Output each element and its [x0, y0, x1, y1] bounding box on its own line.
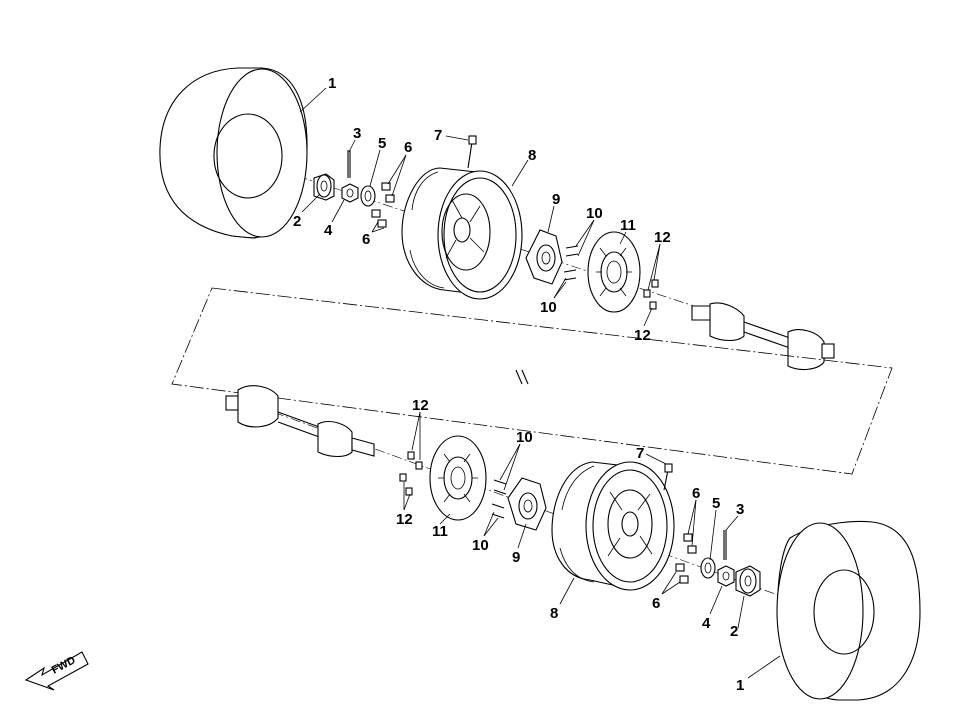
callout-upper-cotter-pin: 3	[353, 125, 361, 142]
lower-hub-studs	[491, 479, 507, 519]
lower-drive-shaft	[225, 385, 375, 458]
callout-upper-castle-nut: 4	[324, 222, 333, 239]
callout-lower-hub-studs-b: 10	[472, 537, 489, 554]
callout-lower-valve: 7	[636, 445, 644, 462]
upper-lug-nuts	[371, 182, 395, 228]
upper-hub-cap	[313, 173, 335, 201]
upper-disc-bolts	[643, 279, 659, 310]
lower-hub-cap	[735, 565, 761, 597]
upper-rim	[401, 167, 523, 300]
callout-upper-valve: 7	[434, 127, 442, 144]
callout-lower-hub: 9	[512, 549, 520, 566]
lower-brake-disc	[429, 435, 487, 521]
callout-upper-washer: 5	[378, 135, 386, 152]
lower-valve-stem	[663, 463, 673, 491]
lower-lug-nuts	[675, 533, 697, 584]
upper-drive-shaft	[691, 302, 835, 371]
callout-lower-lug-nuts-a: 6	[692, 485, 700, 502]
callout-upper-hub-studs-a: 10	[586, 205, 603, 222]
lower-disc-bolts	[399, 451, 423, 496]
callout-lower-lug-nuts-b: 6	[652, 595, 660, 612]
callout-upper-hub-studs-b: 10	[540, 299, 557, 316]
upper-callouts: 1 2 3 4 5 6 6 7 8 9 10 10 11 12 12	[293, 75, 671, 344]
callout-upper-cap: 2	[293, 213, 301, 230]
upper-assembly	[159, 67, 835, 371]
upper-cotter-pin	[347, 150, 351, 178]
callout-lower-cap: 2	[730, 623, 738, 640]
callout-upper-lug-nuts-b: 6	[362, 231, 370, 248]
callout-lower-washer: 5	[712, 495, 720, 512]
lower-tire	[776, 521, 921, 701]
callout-upper-disc-bolts-b: 12	[634, 327, 651, 344]
callout-lower-brake-disc: 11	[432, 523, 448, 540]
upper-brake-disc	[587, 231, 641, 313]
callout-lower-hub-studs-a: 10	[516, 429, 533, 446]
lower-assembly	[225, 385, 921, 701]
upper-wheel-hub	[525, 229, 563, 285]
callout-upper-hub: 9	[552, 191, 560, 208]
callout-lower-rim: 8	[550, 605, 558, 622]
callout-upper-tire: 1	[328, 75, 336, 92]
boundary-break-mark	[515, 369, 529, 385]
callout-lower-castle-nut: 4	[702, 615, 711, 632]
lower-cotter-pin	[723, 530, 727, 560]
upper-washer	[360, 185, 376, 207]
upper-valve-stem	[467, 135, 477, 169]
boundary-dashed-frame	[171, 287, 893, 475]
lower-rim	[551, 461, 675, 591]
upper-tire	[159, 67, 308, 239]
callout-lower-tire: 1	[736, 677, 744, 694]
callout-upper-lug-nuts-a: 6	[404, 139, 412, 156]
lower-castle-nut	[717, 565, 735, 587]
upper-hub-studs	[563, 245, 579, 281]
leader-lines	[299, 87, 781, 679]
upper-castle-nut	[341, 183, 359, 203]
callout-upper-disc-bolts-a: 12	[654, 229, 671, 246]
callout-lower-cotter-pin: 3	[736, 501, 744, 518]
callout-lower-disc-bolts-a: 12	[412, 397, 429, 414]
fwd-arrow-icon: FWD	[24, 651, 89, 691]
lower-wheel-hub	[507, 477, 547, 531]
callout-lower-disc-bolts-b: 12	[396, 511, 413, 528]
lower-callouts: 12 12 11 10 10 9 8 7 6 6 5 3 4 2 1	[396, 397, 744, 694]
lower-washer	[700, 557, 716, 579]
callout-upper-rim: 8	[528, 147, 536, 164]
callout-upper-brake-disc: 11	[620, 217, 636, 234]
